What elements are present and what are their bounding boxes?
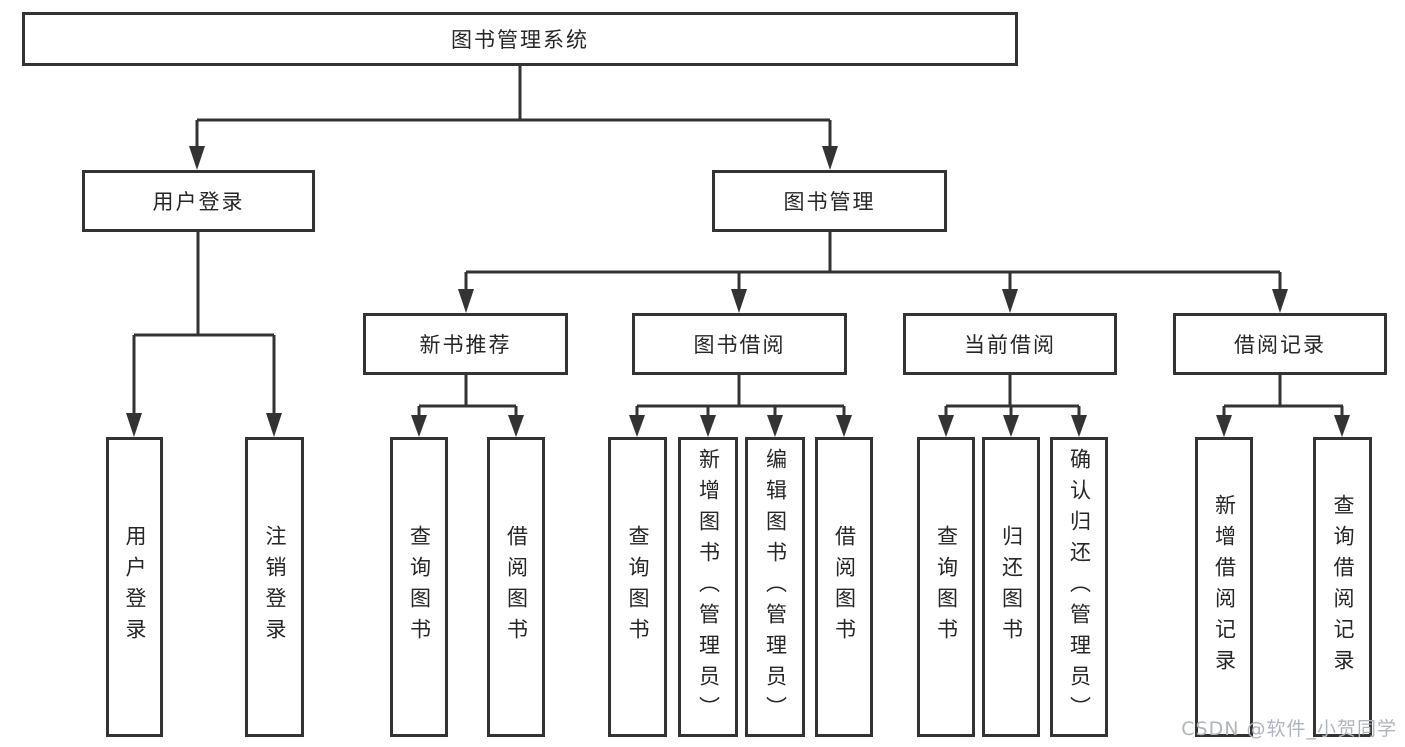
node-leaf-query-books-2: 查询图书: [608, 437, 667, 737]
leaf-label: 查询借阅记录: [1331, 494, 1356, 680]
node-book-borrowing: 图书借阅: [632, 313, 847, 375]
node-leaf-add-borrow-record: 新增借阅记录: [1195, 437, 1253, 737]
node-leaf-logout: 注销登录: [245, 437, 304, 737]
leaf-label: 查询图书: [934, 525, 959, 649]
leaf-label: 归还图书: [999, 525, 1024, 649]
node-new-book-recommendation: 新书推荐: [363, 313, 568, 375]
leaf-label: 注销登录: [263, 525, 288, 649]
leaf-label: 借阅图书: [504, 525, 529, 649]
leaf-label: 用户登录: [123, 525, 148, 649]
node-leaf-query-books-1: 查询图书: [390, 437, 448, 737]
node-leaf-query-borrow-record: 查询借阅记录: [1313, 437, 1372, 737]
leaf-label: 编辑图书（管理员）: [763, 447, 788, 727]
arrowheads: [126, 146, 1350, 437]
node-leaf-user-login: 用户登录: [106, 437, 163, 737]
node-user-login-branch: 用户登录: [82, 170, 315, 232]
node-leaf-add-books-admin: 新增图书（管理员）: [678, 437, 738, 737]
leaf-label: 新增借阅记录: [1212, 494, 1237, 680]
node-library-system: 图书管理系统: [22, 12, 1018, 66]
leaf-label: 新增图书（管理员）: [696, 447, 721, 727]
node-leaf-borrow-books-2: 借阅图书: [815, 437, 873, 737]
node-book-management: 图书管理: [712, 170, 947, 232]
node-leaf-edit-books-admin: 编辑图书（管理员）: [745, 437, 805, 737]
csdn-watermark: CSDN @软件_小贺同学: [1181, 718, 1397, 740]
leaf-label: 确认归还（管理员）: [1067, 447, 1092, 727]
node-leaf-return-books: 归还图书: [982, 437, 1040, 737]
node-leaf-confirm-return-admin: 确认归还（管理员）: [1050, 437, 1108, 737]
leaf-label: 查询图书: [626, 525, 651, 649]
node-current-borrowing: 当前借阅: [903, 313, 1117, 375]
node-leaf-query-books-3: 查询图书: [917, 437, 975, 737]
node-borrowing-records: 借阅记录: [1173, 313, 1387, 375]
leaf-label: 查询图书: [407, 525, 432, 649]
node-leaf-borrow-books-1: 借阅图书: [487, 437, 545, 737]
leaf-label: 借阅图书: [832, 525, 857, 649]
